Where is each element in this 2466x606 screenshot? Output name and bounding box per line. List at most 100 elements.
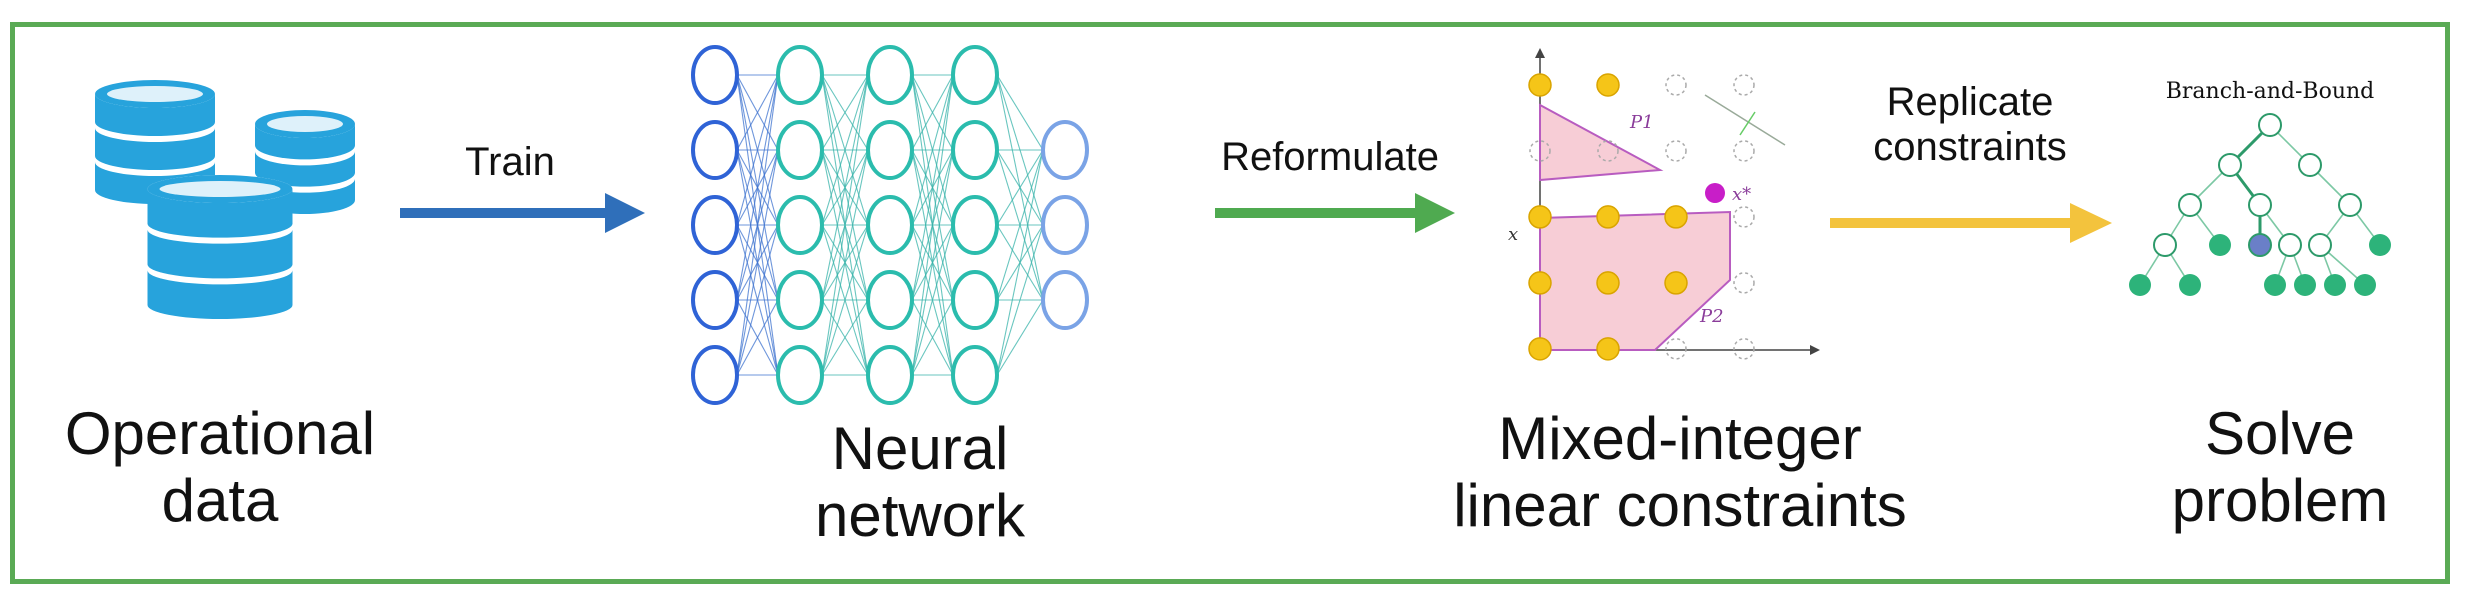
lattice-point-empty: [1733, 338, 1755, 360]
tree-node-leaf: [2324, 274, 2346, 296]
tree-node-open: [2308, 233, 2332, 257]
lattice-point-integer: [1528, 73, 1552, 97]
arrow-replicate: [1830, 203, 2112, 243]
nn-connection: [911, 224, 954, 376]
nn-neuron: [691, 270, 739, 330]
database-segment: [147, 189, 293, 238]
nn-connection: [736, 299, 779, 376]
nn-connection: [736, 149, 779, 376]
nn-connection: [911, 74, 954, 151]
nn-neuron: [866, 345, 914, 405]
database-segment: [147, 229, 293, 279]
nn-connection: [821, 299, 869, 376]
nn-neuron: [866, 45, 914, 105]
lattice-point-empty: [1665, 74, 1687, 96]
nn-connection: [911, 74, 954, 301]
lattice-point-empty: [1733, 272, 1755, 294]
label-axis-x: x: [1508, 224, 1518, 245]
nn-connection: [996, 149, 1044, 226]
nn-neuron: [866, 120, 914, 180]
nn-neuron: [1041, 195, 1089, 255]
nn-connection: [736, 74, 779, 301]
arrow-label-reformulate: Reformulate: [1221, 135, 1439, 179]
lattice-point-integer: [1596, 205, 1620, 229]
nn-connection: [996, 149, 1044, 301]
database-top-highlight: [107, 86, 203, 102]
branch-and-bound-tree-icon: [2129, 113, 2391, 296]
lattice-point-integer: [1596, 271, 1620, 295]
nn-connection: [736, 74, 779, 226]
nn-connection: [821, 149, 869, 376]
tree-node-leaf: [2294, 274, 2316, 296]
polytope-p2: [1539, 210, 1731, 351]
nn-neuron: [951, 120, 999, 180]
label-x-star: x*: [1732, 184, 1751, 205]
lattice-point-empty: [1733, 206, 1755, 228]
x-axis-arrowhead: [1810, 345, 1820, 355]
nn-neuron: [691, 45, 739, 105]
database-icon: [95, 80, 355, 319]
nn-connection: [996, 74, 1044, 151]
database-top-highlight: [159, 181, 281, 197]
nn-connection: [911, 299, 954, 376]
nn-connection: [821, 74, 869, 151]
arrow-reformulate: [1215, 193, 1455, 233]
nn-connection: [736, 224, 779, 376]
nn-neuron: [951, 45, 999, 105]
nn-neuron: [951, 270, 999, 330]
nn-connection: [911, 74, 954, 376]
tree-node-open: [2178, 193, 2202, 217]
lattice-point-integer: [1664, 205, 1688, 229]
lattice-point-integer: [1664, 271, 1688, 295]
tree-node-open: [2153, 233, 2177, 257]
nn-neuron: [691, 195, 739, 255]
database-cylinder-front: [147, 175, 293, 319]
objective-line: [1704, 94, 1786, 146]
nn-neuron: [866, 270, 914, 330]
tree-node-leaf: [2209, 234, 2231, 256]
nn-neuron: [776, 345, 824, 405]
lattice-point-integer: [1596, 337, 1620, 361]
nn-neuron: [776, 270, 824, 330]
lattice-point-integer: [1596, 73, 1620, 97]
polytope-p1: [1539, 103, 1664, 182]
nn-neuron: [951, 345, 999, 405]
tree-node-leaf: [2179, 274, 2201, 296]
gradient-arrow: [1739, 111, 1756, 136]
nn-connection: [996, 224, 1044, 376]
arrow-label-train: Train: [465, 140, 555, 184]
database-cylinder-left: [95, 80, 215, 204]
nn-neuron: [776, 45, 824, 105]
nn-connection: [996, 149, 1044, 376]
tree-node-open: [2218, 153, 2242, 177]
nn-neuron: [951, 195, 999, 255]
arrow-replicate-head: [2070, 203, 2112, 243]
arrow-train-head: [605, 193, 645, 233]
tree-node-leaf: [2129, 274, 2151, 296]
nn-connection: [911, 74, 954, 226]
tree-node-open: [2298, 153, 2322, 177]
lattice-point-empty: [1665, 338, 1687, 360]
nn-neuron: [776, 195, 824, 255]
lattice-point-empty: [1597, 140, 1619, 162]
nn-connection: [821, 74, 869, 376]
database-top-highlight: [267, 116, 343, 132]
lattice-point-integer: [1528, 271, 1552, 295]
optimum-point: [1705, 183, 1725, 203]
tree-title: Branch-and-Bound: [2165, 79, 2375, 104]
lattice-point-empty: [1733, 74, 1755, 96]
nn-neuron: [1041, 270, 1089, 330]
tree-node-open: [2258, 113, 2282, 137]
nn-connection: [736, 74, 779, 151]
tree-node-current: [2248, 233, 2272, 257]
nn-connection: [996, 299, 1044, 376]
lattice-point-empty: [1665, 140, 1687, 162]
lattice-point-empty: [1733, 140, 1755, 162]
tree-node-open: [2338, 193, 2362, 217]
arrow-train: [400, 193, 645, 233]
lattice-point-integer: [1528, 205, 1552, 229]
